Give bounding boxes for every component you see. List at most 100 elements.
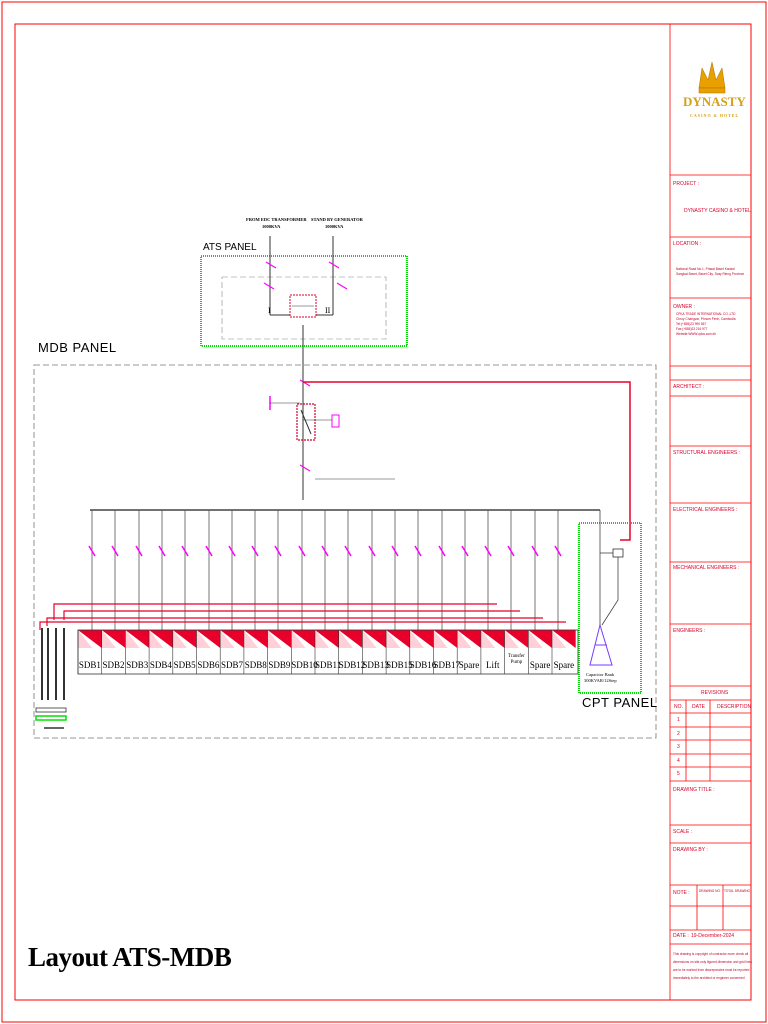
feeder-breaker xyxy=(181,545,189,557)
sdb-header-shade xyxy=(101,630,116,648)
incoming-breakers xyxy=(263,261,348,290)
sdb-header-mark xyxy=(315,630,339,648)
source-right-label: STAND BY GENERATOR xyxy=(311,217,363,222)
note-label: NOTE : xyxy=(673,890,690,896)
sdb-header-shade xyxy=(315,630,330,648)
owner-line5: Website:WWW.cpka.com.kh xyxy=(676,332,716,336)
engineers-label: ENGINEERS : xyxy=(673,628,706,634)
owner-line3: Tel:(+855)23 990 567 xyxy=(676,322,707,326)
sdb-header-shade xyxy=(243,630,259,648)
rev-no-header: NO. xyxy=(674,704,683,710)
sdb-header-shade xyxy=(528,630,543,648)
feeder-breaker xyxy=(298,545,306,557)
date-value: 19-December-2024 xyxy=(691,933,735,939)
sdb-label: SDB16 xyxy=(409,660,437,670)
sdb-label: SDB11 xyxy=(315,660,342,670)
ats-panel-label: ATS PANEL xyxy=(203,242,257,253)
sdb-header-shade xyxy=(457,630,472,648)
sdb-header-shade xyxy=(220,630,235,648)
main-breaker xyxy=(296,403,316,441)
feeder-breaker xyxy=(321,545,329,557)
sdb-header-shade xyxy=(172,630,188,648)
sdb-header-mark xyxy=(220,630,244,648)
rev-row: 1 xyxy=(677,717,680,723)
rev-row: 5 xyxy=(677,771,680,777)
rev-row: 2 xyxy=(677,731,680,737)
rev-desc-header: DESCRIPTION xyxy=(717,704,752,710)
feeder-breaker xyxy=(228,545,236,557)
feeder-breaker xyxy=(484,545,492,557)
sdb-label: SDB10 xyxy=(291,660,318,670)
sdb-header-mark xyxy=(528,630,552,648)
cpt-supply-line xyxy=(303,381,631,541)
sdb-header-shade xyxy=(125,630,140,648)
sdb-header-mark xyxy=(362,630,387,648)
sdb-header-mark xyxy=(480,630,505,648)
cpt-panel-box xyxy=(578,522,642,694)
sdb-header-shade xyxy=(291,630,306,648)
sdb-header-mark xyxy=(433,630,458,648)
electrical-label: ELECTRICAL ENGINEERS : xyxy=(673,507,738,513)
sdb-header-shade xyxy=(433,630,448,648)
sdb-header-mark xyxy=(196,630,221,648)
structural-label: STRUCTURAL ENGINEERS : xyxy=(673,450,741,456)
mdb-panel-box xyxy=(33,364,657,739)
cpt-panel-label: CPT PANEL xyxy=(582,695,658,710)
feeder-breaker xyxy=(414,545,422,557)
rev-row: 3 xyxy=(677,744,680,750)
sdb-label: SDB4 xyxy=(149,660,172,670)
sdb-header-mark xyxy=(267,630,292,648)
feeder-breaker xyxy=(158,545,166,557)
ats-switch-left: I xyxy=(268,306,271,315)
feeder-breaker xyxy=(344,545,352,557)
sdb-header-mark xyxy=(149,630,173,648)
feeder-breaker xyxy=(507,545,515,557)
logo-tagline: CASINO & HOTEL xyxy=(690,113,740,118)
sdb-header-mark xyxy=(409,630,434,648)
sdb-header-mark xyxy=(338,630,363,648)
mdb-panel-label: MDB PANEL xyxy=(38,340,117,355)
sdb-label: SDB5 xyxy=(173,660,196,670)
project-value: DYNASTY CASINO & HOTEL xyxy=(684,208,751,214)
capacitor-label: Capacitor Bank xyxy=(586,672,615,677)
feeder-breaker xyxy=(274,545,282,557)
sdb-label: SDB17 xyxy=(433,660,461,670)
capacitor-bank-icon xyxy=(589,623,613,666)
dynasty-crown-icon xyxy=(698,61,726,94)
sdb-label: SDB13 xyxy=(362,660,389,670)
sdb-label: Spare xyxy=(553,660,575,670)
mechanical-label: MECHANICAL ENGINEERS : xyxy=(673,565,740,571)
sdb-label: SDB12 xyxy=(338,660,366,670)
sdb-header-mark xyxy=(504,630,529,648)
sdb-label: SDB3 xyxy=(126,660,149,670)
sdb-header-shade xyxy=(196,630,211,648)
sdb-label: Transfer Pump xyxy=(508,654,525,665)
sdb-label: SDB1 xyxy=(78,660,101,670)
location-label: LOCATION : xyxy=(673,241,701,247)
note-line1: This drawing is copyright of contractor … xyxy=(673,952,749,956)
sdb-label: SDB9 xyxy=(268,660,291,670)
feeder-breaker xyxy=(135,545,143,557)
owner-line4: Fax:(+855)23 216 977 xyxy=(676,327,708,331)
feeder-breaker xyxy=(251,545,259,557)
sdb-header-mark xyxy=(243,630,268,648)
capacitor-rating: 300KVAR/12Step xyxy=(584,678,617,683)
source-right-rating: 1000KVA xyxy=(325,224,344,229)
sdb-label: SDB15 xyxy=(386,660,413,670)
sdb-header-shade xyxy=(386,630,401,648)
feeder-breaker xyxy=(88,545,96,557)
sdb-header-mark xyxy=(172,630,197,648)
source-left-label: FROM EDC TRANSFORMER xyxy=(246,217,307,222)
sdb-label: SDB2 xyxy=(102,660,125,670)
sdb-header-shade xyxy=(480,630,496,648)
title-block-grid xyxy=(669,24,751,1000)
sdb-label: SDB8 xyxy=(244,660,267,670)
feeder-breaker xyxy=(461,545,469,557)
note-line4: immediately to the architect or engineer… xyxy=(673,976,745,980)
sdb-header-mark xyxy=(386,630,410,648)
project-label: PROJECT : xyxy=(673,181,700,187)
ats-panel-box xyxy=(200,255,408,347)
scale-label: SCALE : xyxy=(673,829,693,835)
